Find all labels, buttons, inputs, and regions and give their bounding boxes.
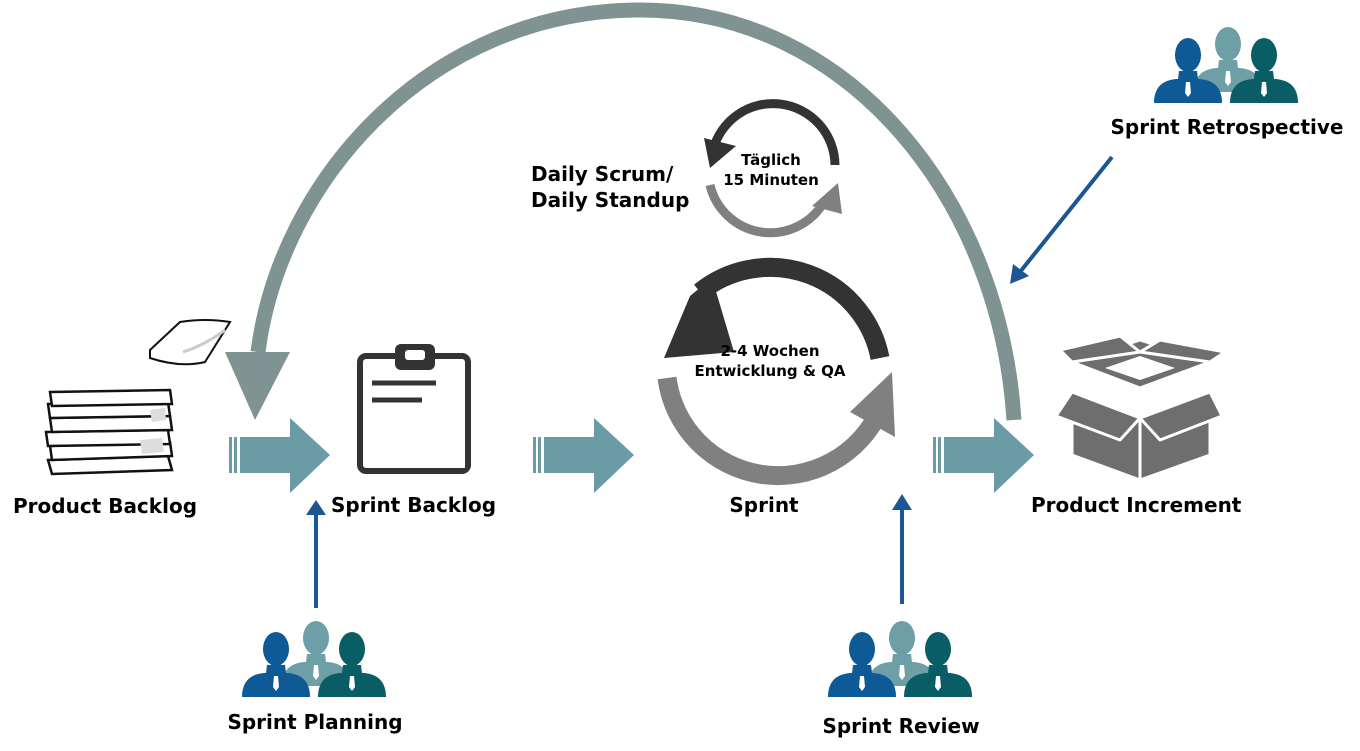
feedback-arc bbox=[225, 2, 1022, 421]
daily-cycle-caption: Täglich 15 Minuten bbox=[723, 150, 819, 190]
daily-scrum-label: Daily Scrum/ Daily Standup bbox=[531, 161, 689, 213]
sprint-planning-arrow bbox=[306, 500, 326, 608]
sprint-retrospective-arrow bbox=[1010, 155, 1114, 284]
daily-cycle-line-1: Täglich bbox=[741, 151, 801, 169]
sprint-cycle-caption: 2-4 Wochen Entwicklung & QA bbox=[694, 341, 845, 381]
product-backlog-label: Product Backlog bbox=[13, 494, 198, 518]
sprint-cycle-line-2: Entwicklung & QA bbox=[694, 362, 846, 380]
clipboard-icon bbox=[357, 344, 471, 474]
flow-arrow-backlog-to-sprint-backlog bbox=[229, 418, 330, 493]
product-increment-label: Product Increment bbox=[1031, 493, 1242, 517]
flow-arrow-sprint-backlog-to-sprint bbox=[533, 418, 634, 493]
sprint-cycle bbox=[657, 257, 895, 486]
daily-cycle-line-2: 15 Minuten bbox=[723, 171, 819, 189]
sprint-cycle-line-1: 2-4 Wochen bbox=[720, 342, 820, 360]
sprint-label: Sprint bbox=[729, 493, 799, 517]
daily-scrum-line-2: Daily Standup bbox=[531, 188, 690, 212]
sprint-review-arrow bbox=[892, 494, 912, 604]
paper-stack-icon bbox=[44, 319, 232, 476]
sprint-retrospective-label: Sprint Retrospective bbox=[1110, 115, 1344, 139]
sprint-backlog-label: Sprint Backlog bbox=[331, 493, 497, 517]
flow-arrow-sprint-to-increment bbox=[933, 418, 1034, 493]
sprint-retrospective-team-icon bbox=[1154, 27, 1298, 103]
sprint-planning-team-icon bbox=[242, 621, 386, 697]
open-box-icon bbox=[1054, 334, 1227, 482]
daily-scrum-line-1: Daily Scrum/ bbox=[531, 162, 674, 186]
sprint-review-label: Sprint Review bbox=[822, 714, 980, 738]
daily-cycle bbox=[704, 99, 842, 238]
sprint-review-team-icon bbox=[828, 621, 972, 697]
sprint-planning-label: Sprint Planning bbox=[227, 710, 403, 734]
